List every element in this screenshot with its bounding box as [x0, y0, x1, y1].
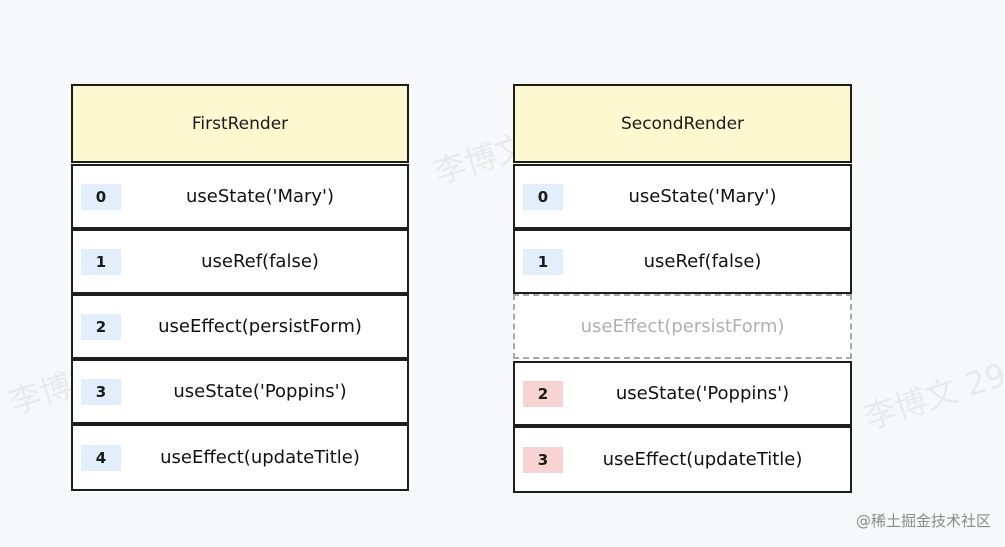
hook-index: 4	[81, 444, 121, 471]
second-render-row: 3 useEffect(updateTitle)	[513, 426, 852, 493]
second-render-row: 2 useState('Poppins')	[513, 361, 852, 426]
watermark-right: 李博文 2956	[859, 342, 1005, 437]
hook-index: 3	[81, 378, 121, 405]
second-render-title: SecondRender	[513, 84, 852, 163]
hook-call: useRef(false)	[643, 251, 762, 272]
hook-call: useState('Poppins')	[615, 383, 790, 404]
hook-index: 1	[81, 248, 121, 275]
hook-call: useState('Poppins')	[173, 381, 347, 402]
hook-call: useEffect(persistForm)	[158, 316, 362, 337]
hook-index: 0	[81, 183, 121, 210]
hook-call: useEffect(updateTitle)	[602, 449, 803, 470]
hook-call: useRef(false)	[201, 251, 319, 272]
first-render-row: 1 useRef(false)	[71, 229, 409, 294]
hook-index: 2	[81, 313, 121, 340]
second-render-row: 1 useRef(false)	[513, 229, 852, 294]
second-render-row: 0 useState('Mary')	[513, 164, 852, 229]
hook-call: useEffect(updateTitle)	[160, 447, 360, 468]
hook-index: 1	[523, 248, 563, 275]
site-watermark: @稀土掘金技术社区	[855, 512, 991, 530]
hook-call: useState('Mary')	[628, 186, 777, 207]
first-render-title: FirstRender	[71, 84, 409, 163]
second-render-panel: SecondRender 0 useState('Mary') 1 useRef…	[513, 84, 852, 493]
first-render-row: 3 useState('Poppins')	[71, 359, 409, 424]
first-render-panel: FirstRender 0 useState('Mary') 1 useRef(…	[71, 84, 409, 492]
changed-hook-index: 3	[523, 446, 563, 473]
first-render-row: 0 useState('Mary')	[71, 164, 409, 229]
hook-index: 0	[523, 183, 563, 210]
changed-hook-index: 2	[523, 380, 563, 407]
first-render-row: 4 useEffect(updateTitle)	[71, 424, 409, 491]
hook-call: useState('Mary')	[185, 186, 335, 207]
skipped-hook-row: useEffect(persistForm)	[513, 294, 852, 359]
first-render-row: 2 useEffect(persistForm)	[71, 294, 409, 359]
skipped-hook-call: useEffect(persistForm)	[580, 316, 785, 337]
